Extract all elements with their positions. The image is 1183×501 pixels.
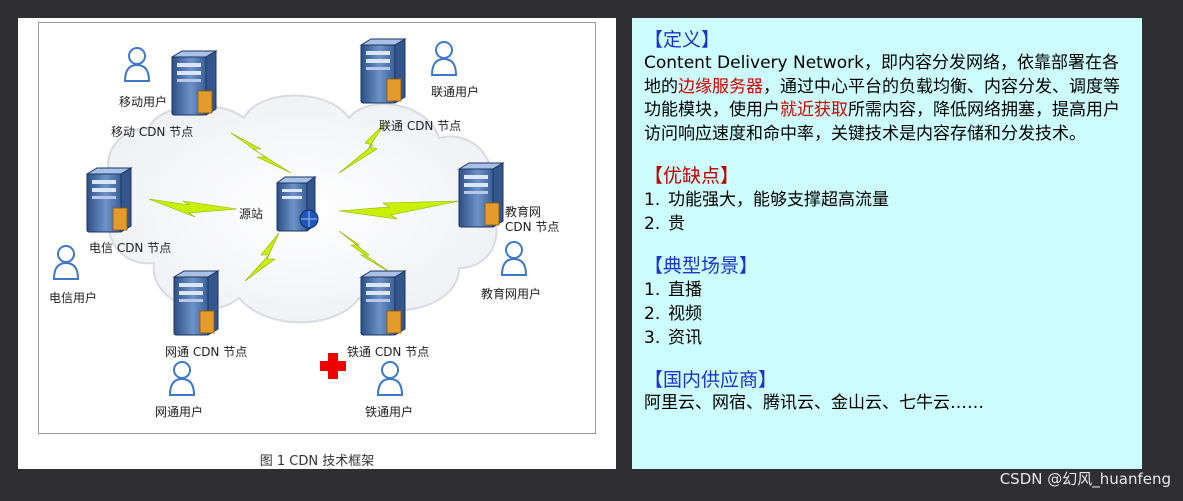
list-item: 1.功能强大，能够支撑超高流量 xyxy=(644,190,889,210)
label-mobile-node: 移动 CDN 节点 xyxy=(111,125,194,139)
label-mobile-user: 移动用户 xyxy=(119,95,168,109)
pros-cons-title: 【优缺点】 xyxy=(644,165,740,187)
unicom-cdn-server xyxy=(360,38,406,104)
telecom-user-icon xyxy=(53,245,79,280)
highlight-edge-servers: 边缘服务器 xyxy=(678,76,763,97)
edu-user-icon xyxy=(501,241,527,276)
link-unicom xyxy=(338,120,388,174)
vendors-title: 【国内供应商】 xyxy=(644,369,778,391)
netcom-user-icon xyxy=(169,361,195,396)
figure-panel: 移动用户 移动 CDN 节点 联通用户 联通 CDN 节点 电信 CDN 节点 … xyxy=(18,18,616,469)
info-panel: 【定义】 Content Delivery Network，即内容分发网络，依靠… xyxy=(632,18,1142,469)
link-netcom xyxy=(244,232,280,282)
label-netcom-user: 网通用户 xyxy=(155,405,204,419)
edu-cdn-server xyxy=(458,162,504,228)
link-mobile xyxy=(230,132,292,174)
railcom-user-icon xyxy=(377,361,403,396)
label-edu-node: 教育网 CDN 节点 xyxy=(505,205,560,234)
label-telecom-node: 电信 CDN 节点 xyxy=(89,241,172,255)
netcom-cdn-server xyxy=(173,270,219,336)
definition-text: Content Delivery Network，即内容分发网络，依靠部署在各地… xyxy=(644,52,1130,146)
definition-text-a: Content Delivery Network，即内容分发网络，依靠部署在各地… xyxy=(644,53,1119,97)
label-origin: 源站 xyxy=(239,207,264,221)
scenarios-title: 【典型场景】 xyxy=(644,255,759,277)
red-cross-marker xyxy=(320,353,346,379)
vendors-text: 阿里云、网宿、腾讯云、金山云、七牛云…… xyxy=(644,393,984,413)
definition-text-c: 所需内容，降低网络拥塞，提高用户访问响应速度和命中率，关键技术是内容存储和分发技… xyxy=(644,100,1120,144)
diagram-graphics xyxy=(53,38,527,396)
cdn-diagram: 移动用户 移动 CDN 节点 联通用户 联通 CDN 节点 电信 CDN 节点 … xyxy=(38,22,596,434)
list-item: 1.直播 xyxy=(644,280,702,300)
scenarios-list: 1.直播 2.视频 3.资讯 xyxy=(644,278,1130,350)
mobile-user-icon xyxy=(124,47,150,82)
origin-server xyxy=(275,176,319,232)
pros-cons-list: 1.功能强大，能够支撑超高流量 2.贵 xyxy=(644,188,1130,236)
link-telecom xyxy=(148,198,238,218)
label-netcom-node: 网通 CDN 节点 xyxy=(165,345,248,359)
list-item: 2.视频 xyxy=(644,304,702,324)
unicom-user-icon xyxy=(431,41,457,76)
figure-caption: 图 1 CDN 技术框架 xyxy=(259,454,375,469)
label-edu-user: 教育网用户 xyxy=(481,287,542,301)
label-railcom-node: 铁通 CDN 节点 xyxy=(347,345,430,359)
telecom-cdn-server xyxy=(86,167,132,233)
list-item: 3.资讯 xyxy=(644,328,702,348)
definition-text-b: ，通过中心平台的负载均衡、内容分发、调度等功能模块，使用户 xyxy=(644,76,1120,121)
label-railcom-user: 铁通用户 xyxy=(365,405,414,419)
railcom-cdn-server xyxy=(360,270,406,336)
mobile-cdn-server xyxy=(171,50,217,116)
watermark: CSDN @幻风_huanfeng xyxy=(999,470,1171,488)
definition-title: 【定义】 xyxy=(644,29,721,51)
label-telecom-user: 电信用户 xyxy=(49,291,98,305)
highlight-nearby-access: 就近获取 xyxy=(780,100,848,120)
label-unicom-user: 联通用户 xyxy=(431,85,480,99)
list-item: 2.贵 xyxy=(644,214,685,234)
label-unicom-node: 联通 CDN 节点 xyxy=(379,119,462,133)
